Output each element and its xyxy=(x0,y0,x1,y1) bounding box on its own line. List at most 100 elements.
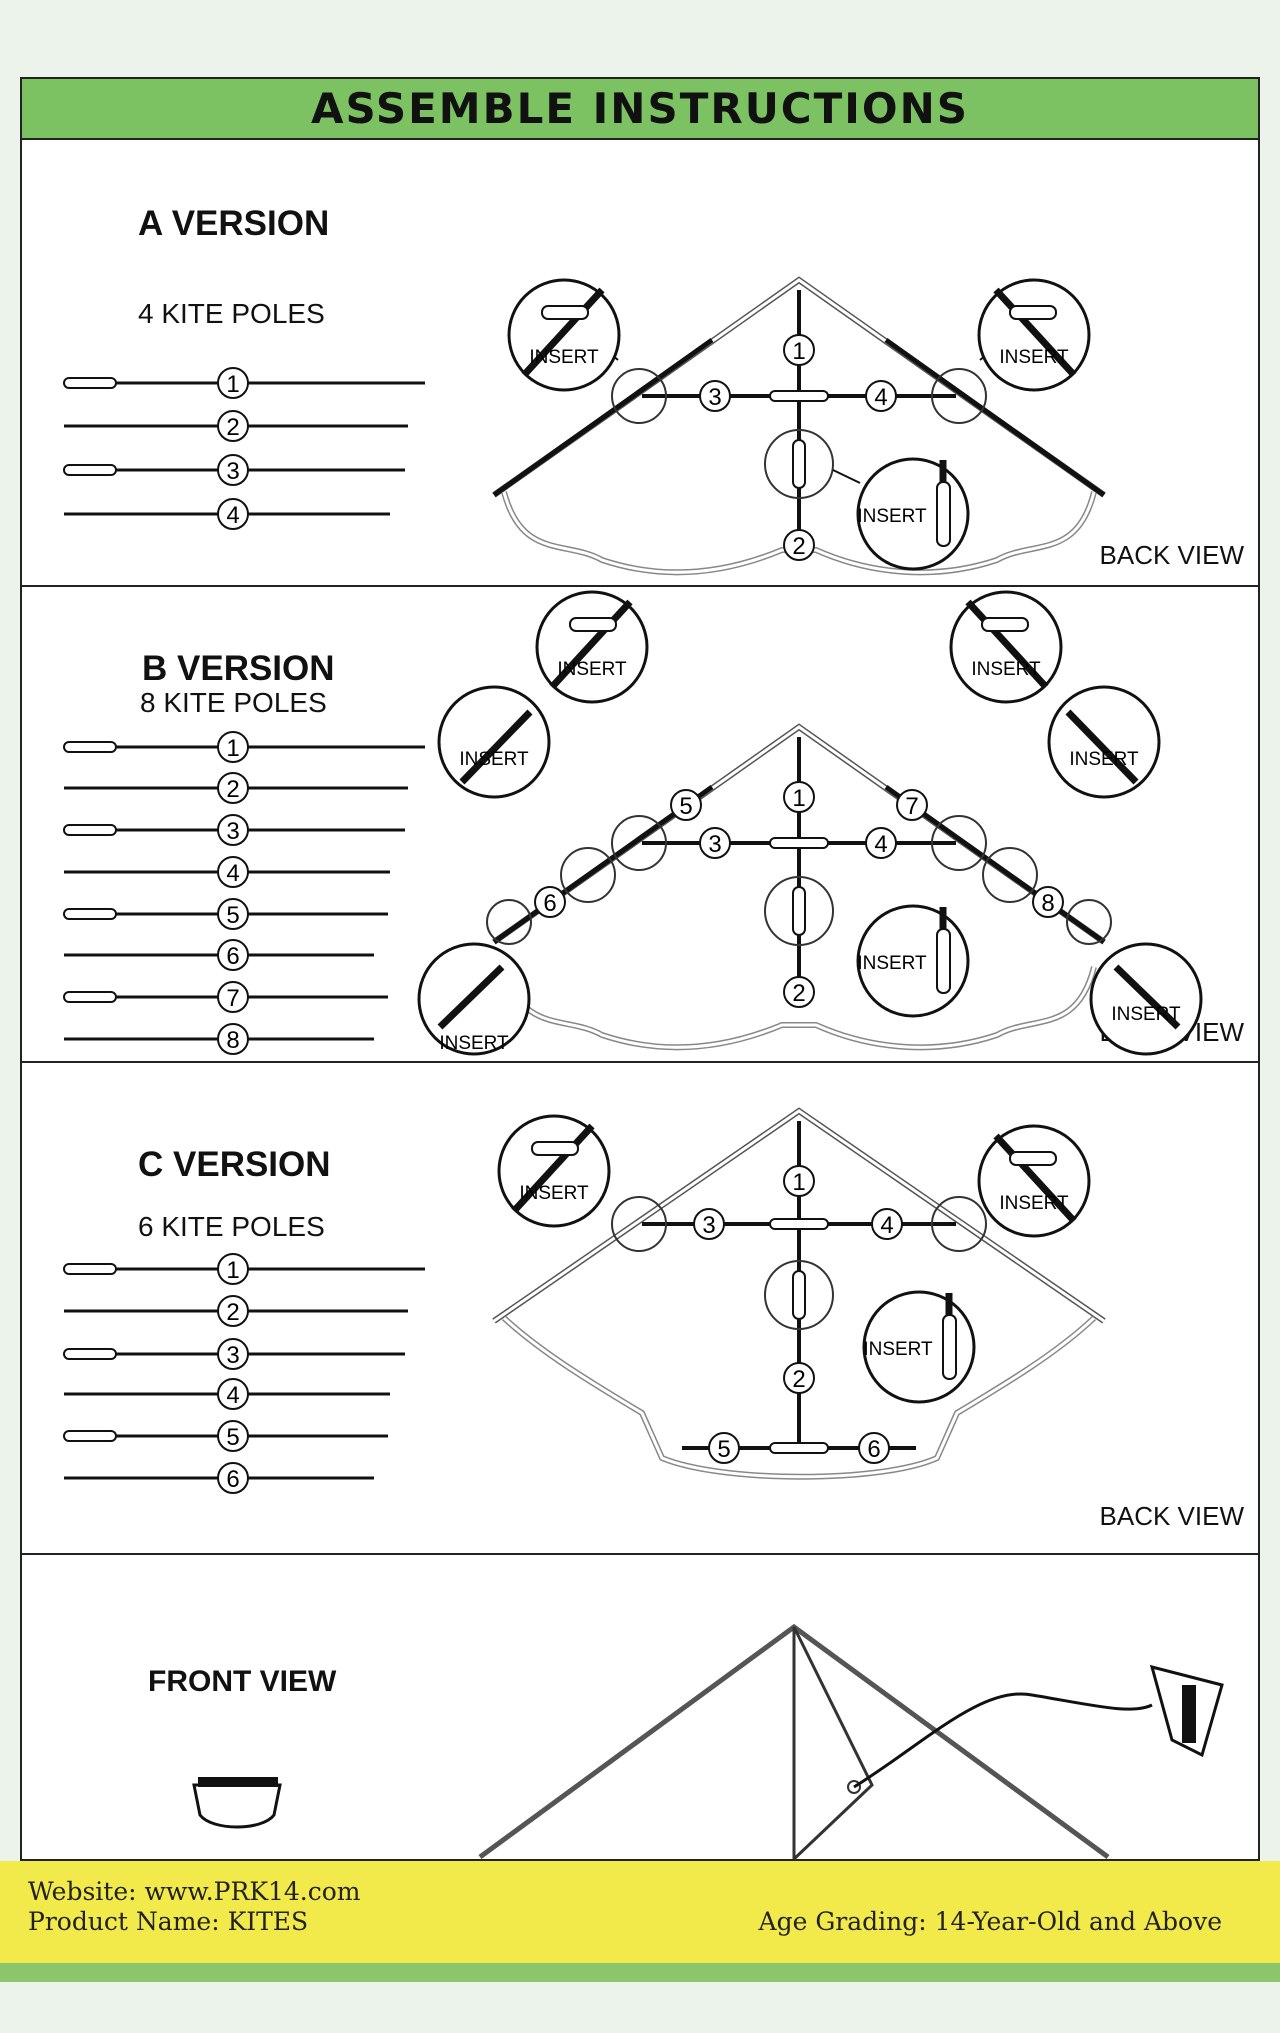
insert-callout: INSERT xyxy=(437,685,551,799)
back-view-label: BACK VIEW xyxy=(1099,1501,1244,1531)
section-title: C VERSION xyxy=(138,1145,331,1184)
insert-label: INSERT xyxy=(999,347,1069,368)
insert-label: INSERT xyxy=(863,1339,933,1360)
pole-number: 5 xyxy=(226,902,239,929)
pole-number: 4 xyxy=(226,502,239,529)
insert-label: INSERT xyxy=(971,659,1041,680)
pole-number: 1 xyxy=(226,735,239,762)
pole-number: 3 xyxy=(708,384,721,411)
back-view-label: BACK VIEW xyxy=(1099,540,1244,570)
kite-back-view: 1 2 3 4 5 6 7 8 INSERT INSERT INSERT INS… xyxy=(417,590,1203,1056)
pole-number: 2 xyxy=(226,776,239,803)
pole-number: 8 xyxy=(226,1027,239,1054)
pole-number: 1 xyxy=(792,338,805,365)
kite-back-view: 1 2 3 4 INSERT INSERT INSERT xyxy=(492,276,1106,576)
pole-number: 2 xyxy=(792,980,805,1007)
pole-1: 1 xyxy=(63,367,425,399)
insert-callout: INSERT xyxy=(1047,685,1161,799)
pole-number: 1 xyxy=(226,371,239,398)
pole-4: 4 xyxy=(64,856,390,888)
pole-number: 3 xyxy=(702,1212,715,1239)
pole-number: 4 xyxy=(880,1212,893,1239)
pole-number: 3 xyxy=(226,818,239,845)
diagram-front-view xyxy=(192,1623,1224,1861)
pole-number: 3 xyxy=(708,831,721,858)
insert-callout: INSERT xyxy=(417,942,531,1056)
pole-number: 2 xyxy=(792,1366,805,1393)
pole-6: 6 xyxy=(64,1462,374,1494)
pole-number: 1 xyxy=(792,1169,805,1196)
footer: Website: www.PRK14.com Product Name: KIT… xyxy=(0,1861,1280,1963)
insert-callout: INSERT xyxy=(856,904,970,1018)
pole-number: 7 xyxy=(905,793,918,820)
pole-number: 6 xyxy=(867,1436,880,1463)
pole-number: 4 xyxy=(874,831,887,858)
pole-2: 2 xyxy=(64,772,408,804)
kite-back-view: 1 2 3 4 5 6 INSERT INSERT INSERT xyxy=(492,1107,1106,1480)
diagram-c: 1 2 3 4 5 6 1 xyxy=(63,1107,1106,1494)
section-subtitle: 6 KITE POLES xyxy=(138,1211,325,1242)
pole-number: 6 xyxy=(226,943,239,970)
section-a-version: A VERSION 4 KITE POLES BACK VIEW 1 2 3 4 xyxy=(22,140,1258,585)
insert-label: INSERT xyxy=(999,1193,1069,1214)
pole-number: 3 xyxy=(226,458,239,485)
pole-number: 6 xyxy=(543,890,556,917)
insert-callout: INSERT xyxy=(977,1124,1091,1238)
section-title: FRONT VIEW xyxy=(148,1665,337,1698)
pole-list: 1 2 3 4 5 6 xyxy=(63,1253,425,1494)
pole-list: 1 2 3 4 5 6 7 8 xyxy=(63,731,425,1055)
pole-number: 6 xyxy=(226,1466,239,1493)
pole-6: 6 xyxy=(64,939,374,971)
pole-number: 1 xyxy=(226,1257,239,1284)
pole-number: 2 xyxy=(226,1299,239,1326)
insert-callout: INSERT xyxy=(497,1114,611,1228)
pole-5: 5 xyxy=(63,1420,388,1452)
insert-callout: INSERT xyxy=(535,590,649,704)
pole-1: 1 xyxy=(63,1253,425,1285)
pole-number: 5 xyxy=(679,793,692,820)
insert-label: INSERT xyxy=(439,1033,509,1054)
pole-number: 2 xyxy=(226,414,239,441)
pole-number: 7 xyxy=(226,985,239,1012)
insert-callout: INSERT xyxy=(507,278,621,392)
insert-label: INSERT xyxy=(529,347,599,368)
footer-product-name: Product Name: KITES xyxy=(28,1907,309,1936)
pole-number: 4 xyxy=(226,1382,239,1409)
insert-label: INSERT xyxy=(857,953,927,974)
diagram-b: 1 2 3 4 5 6 7 8 xyxy=(63,590,1203,1056)
pole-2: 2 xyxy=(64,1295,408,1327)
insert-callout: INSERT xyxy=(977,278,1091,392)
insert-callout: INSERT xyxy=(949,590,1063,704)
instruction-sheet: ASSEMBLE INSTRUCTIONS A VERSION 4 KITE P… xyxy=(20,77,1260,1861)
pole-5: 5 xyxy=(63,898,388,930)
pole-2: 2 xyxy=(64,410,408,442)
section-title: A VERSION xyxy=(138,204,330,243)
pole-3: 3 xyxy=(63,1338,405,1370)
pole-7: 7 xyxy=(63,981,388,1013)
insert-label: INSERT xyxy=(557,659,627,680)
pole-1: 1 xyxy=(63,731,425,763)
insert-label: INSERT xyxy=(857,506,927,527)
kite-front-view xyxy=(478,1623,1153,1861)
pole-4: 4 xyxy=(64,498,390,530)
section-c-version: C VERSION 6 KITE POLES BACK VIEW 1 2 3 4… xyxy=(22,1061,1258,1553)
pole-4: 4 xyxy=(64,1378,390,1410)
pole-number: 4 xyxy=(874,384,887,411)
pole-3: 3 xyxy=(63,454,405,486)
insert-label: INSERT xyxy=(519,1183,589,1204)
pole-number: 1 xyxy=(792,785,805,812)
insert-label: INSERT xyxy=(459,749,529,770)
page-title: ASSEMBLE INSTRUCTIONS xyxy=(22,79,1258,140)
footer-accent-bar xyxy=(0,1963,1280,1982)
pole-number: 4 xyxy=(226,860,239,887)
insert-callout: INSERT xyxy=(862,1290,976,1404)
diagram-a: 1 2 3 4 1 xyxy=(63,276,1106,576)
insert-callout: INSERT xyxy=(1089,942,1203,1056)
handle-icon xyxy=(192,1777,282,1829)
pole-number: 8 xyxy=(1041,890,1054,917)
pole-list: 1 2 3 4 xyxy=(63,367,425,530)
insert-label: INSERT xyxy=(1069,749,1139,770)
section-title: B VERSION xyxy=(142,649,335,688)
pole-number: 5 xyxy=(717,1436,730,1463)
pole-number: 5 xyxy=(226,1424,239,1451)
